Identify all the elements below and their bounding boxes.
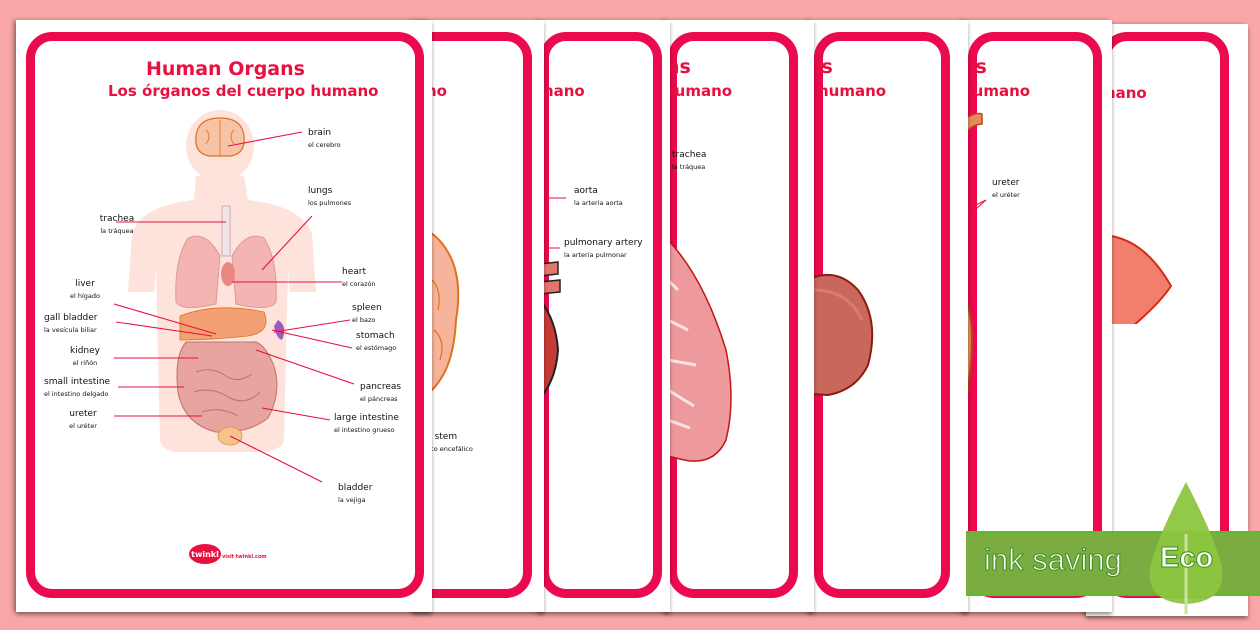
svg-text:twinkl: twinkl	[191, 550, 219, 559]
page-subtitle: humano	[664, 82, 733, 100]
human-body-diagram	[113, 110, 355, 483]
label-aorta: aorta la arteria aorta	[574, 186, 623, 207]
label-pulmonary-artery: pulmonary artery la arteria pulmonar	[564, 238, 643, 259]
label-bladder: bladder la vejiga	[338, 483, 373, 504]
kidney-illustration	[965, 112, 987, 401]
page-2: no n stem nco encefálico	[402, 20, 544, 612]
page-title: ns	[808, 56, 833, 78]
label-liver: liver el hígado	[69, 279, 100, 300]
page-title: Human Organs	[146, 58, 305, 80]
eco-badge-label: Eco	[1159, 542, 1214, 575]
label-kidney: kidney el riñón	[70, 346, 100, 367]
spleen-illustration	[811, 274, 874, 397]
label-ureter: ureter el uréter	[992, 178, 1020, 199]
label-pancreas: pancreas el páncreas	[360, 382, 402, 403]
leaf-icon	[1149, 482, 1223, 614]
page-subtitle: humano	[818, 82, 887, 100]
page-3: s mano aorta la arteria aorta pulmonary …	[538, 20, 670, 612]
heart-illustration	[539, 197, 566, 401]
label-lungs: lungs los pulmones	[308, 186, 352, 207]
page-4: ns humano trachea la tráquea	[664, 20, 814, 612]
liver-illustration	[1110, 234, 1173, 324]
page-5: ns humano	[808, 20, 968, 612]
label-stomach: stomach el estómago	[356, 331, 397, 352]
label-ureter: ureter el uréter	[69, 409, 97, 430]
label-brain: brain el cerebro	[308, 128, 341, 149]
twinkl-logo: twinkl	[189, 544, 221, 564]
front-page: Human Organs Los órganos del cuerpo huma…	[16, 20, 432, 612]
label-brain-stem: n stem nco encefálico	[426, 432, 473, 453]
brain-illustration	[425, 228, 460, 396]
eco-banner-text: ink saving	[984, 542, 1123, 578]
label-spleen: spleen el bazo	[352, 303, 382, 324]
label-heart: heart el corazón	[342, 267, 376, 288]
label-trachea: trachea la tráquea	[99, 214, 135, 235]
lung-illustration	[666, 238, 732, 462]
label-trachea: trachea la tráquea	[672, 150, 707, 171]
page-title: ns	[666, 56, 691, 78]
label-large-intestine: large intestine el intestino grueso	[334, 413, 399, 434]
page-subtitle: humano	[962, 82, 1031, 100]
label-gall-bladder: gall bladder la vesícula biliar	[44, 313, 98, 334]
page-6: ns humano ureter el uréter	[962, 20, 1112, 612]
label-small-intestine: small intestine el intestino delgado	[44, 377, 111, 398]
page-subtitle: Los órganos del cuerpo humano	[108, 82, 379, 100]
page-subtitle: mano	[538, 82, 585, 100]
twinkl-url: visit twinkl.com	[222, 554, 267, 560]
page-title: ns	[962, 56, 987, 78]
